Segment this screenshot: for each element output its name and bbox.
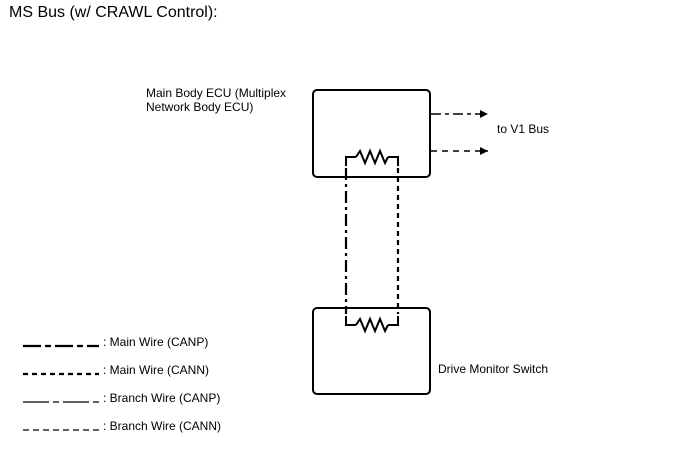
- main-body-ecu-label-line-2: Network Body ECU): [146, 100, 254, 114]
- legend-main-wire-cann-label: : Main Wire (CANN): [103, 363, 210, 377]
- legend-branch-wire-cann-label: : Branch Wire (CANN): [103, 419, 222, 433]
- drive-monitor-switch-box: [312, 307, 431, 395]
- resistor-icon: [345, 316, 399, 334]
- main-body-ecu-box: [312, 89, 431, 178]
- main-body-ecu-label: Main Body ECU (Multiplex Network Body EC…: [146, 86, 286, 114]
- drive-monitor-switch-label: Drive Monitor Switch: [438, 362, 549, 376]
- page-title: MS Bus (w/ CRAWL Control):: [9, 4, 218, 21]
- to-v1-bus-label: to V1 Bus: [497, 122, 550, 136]
- resistor-icon: [345, 148, 399, 166]
- legend-branch-wire-canp-label: : Branch Wire (CANP): [103, 391, 221, 405]
- main-body-ecu-label-line-1: Main Body ECU (Multiplex: [146, 86, 287, 100]
- legend-main-wire-canp-label: : Main Wire (CANP): [103, 335, 209, 349]
